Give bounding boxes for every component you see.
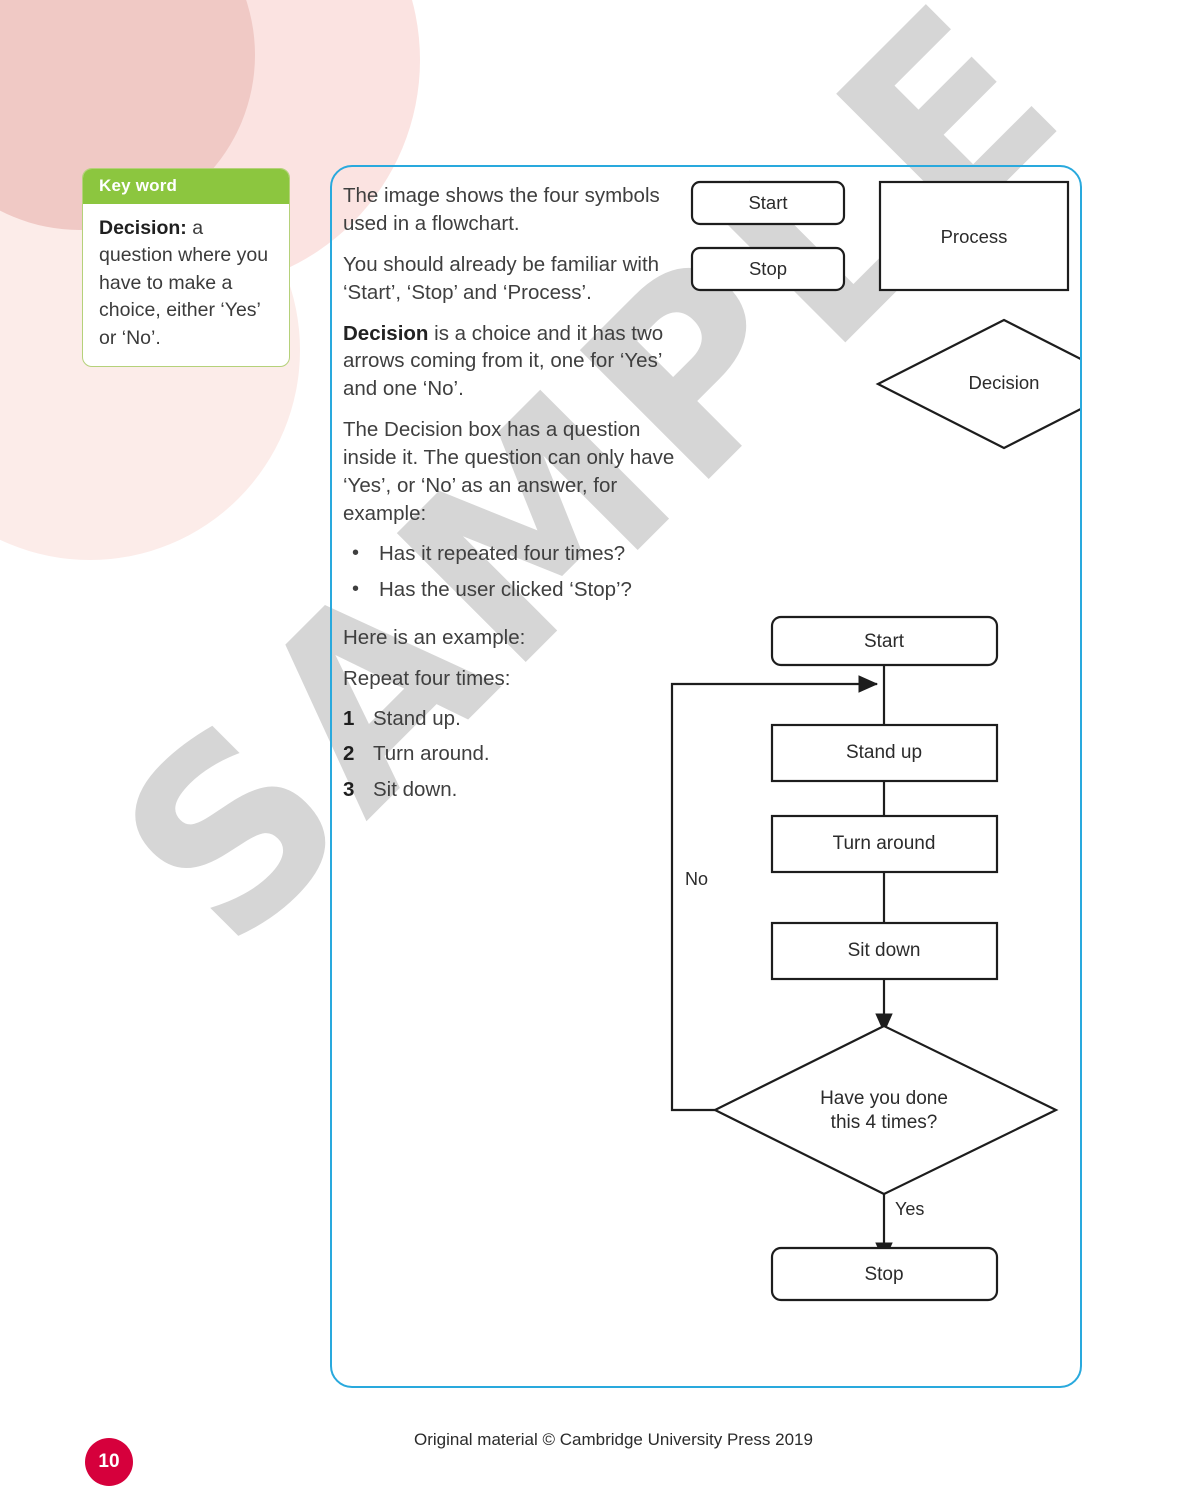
list-item: Has it repeated four times? (343, 540, 683, 568)
symbol-decision-label: Decision (969, 372, 1040, 393)
flow-sit-down-shape (770, 921, 999, 981)
symbol-start-label: Start (748, 192, 787, 213)
flow-branch-no-label: No (685, 869, 708, 889)
key-word-box-body: Decision: a question where you have to m… (83, 204, 289, 366)
step-text: Turn around. (373, 742, 490, 766)
flow-turn-around-label: Turn around (833, 833, 936, 854)
content-panel (330, 165, 1082, 1388)
list-item: Has the user clicked ‘Stop’? (343, 576, 683, 604)
flow-start-label: Start (864, 631, 905, 652)
paragraph-intro: The image shows the four symbols used in… (343, 184, 660, 235)
numbered-steps-list: 1 Stand up. 2 Turn around. 3 Sit down. (343, 706, 683, 804)
key-word-term: Decision: (99, 217, 187, 239)
list-item: 3 Sit down. (343, 777, 683, 804)
step-text: Sit down. (373, 777, 458, 801)
example-question-list: Has it repeated four times? Has the user… (343, 540, 683, 604)
flow-stand-up-shape (770, 723, 999, 783)
symbol-decision-shape (875, 318, 1080, 450)
page-number-badge: 10 (85, 1438, 133, 1486)
symbol-process-shape (878, 180, 1070, 292)
symbol-start-shape (690, 180, 846, 226)
flow-stop-shape (770, 1246, 999, 1302)
symbol-stop-label: Stop (749, 258, 787, 279)
flow-stop-label: Stop (864, 1264, 903, 1285)
step-number: 3 (343, 777, 355, 801)
connector-no-loop (670, 675, 879, 1112)
flow-stand-up-label: Stand up (846, 742, 922, 763)
list-item: 1 Stand up. (343, 706, 683, 733)
paragraph-decision: Decision is a choice and it has two arro… (343, 320, 683, 404)
key-word-box-header: Key word (83, 169, 289, 204)
paragraph-decision-question: The Decision box has a question inside i… (343, 418, 675, 525)
flow-sit-down-label: Sit down (848, 940, 921, 961)
paragraph-familiar: You should already be familiar with ‘Sta… (343, 252, 660, 304)
decision-rest: is a choice and it has two arrows coming… (343, 321, 664, 401)
flow-branch-yes-label: Yes (895, 1199, 924, 1219)
list-item: 2 Turn around. (343, 741, 683, 768)
flow-turn-around-shape (770, 814, 999, 874)
flow-decision-shape (712, 1024, 1059, 1196)
symbol-process-label: Process (941, 226, 1008, 247)
step-number: 1 (343, 706, 355, 730)
copyright-note: Original material © Cambridge University… (414, 1430, 813, 1449)
step-text: Stand up. (373, 706, 461, 730)
step-number: 2 (343, 742, 355, 766)
flowchart-symbols-diagram: Start Stop Process Decision (690, 180, 1080, 450)
flow-decision-label-line2: this 4 times? (831, 1112, 938, 1133)
paragraph-here-example: Here is an example: (343, 625, 526, 649)
key-word-box: Key word Decision: a question where you … (82, 168, 290, 368)
decision-bold-term: Decision (343, 321, 429, 345)
flow-decision-label-line1: Have you done (820, 1088, 948, 1109)
lesson-text-column: The image shows the four symbols used in… (343, 182, 683, 813)
paragraph-repeat-four: Repeat four times: (343, 666, 511, 690)
example-flowchart: Start No Stand up Turn around Sit down H… (670, 615, 1059, 1302)
symbol-stop-shape (690, 246, 846, 292)
